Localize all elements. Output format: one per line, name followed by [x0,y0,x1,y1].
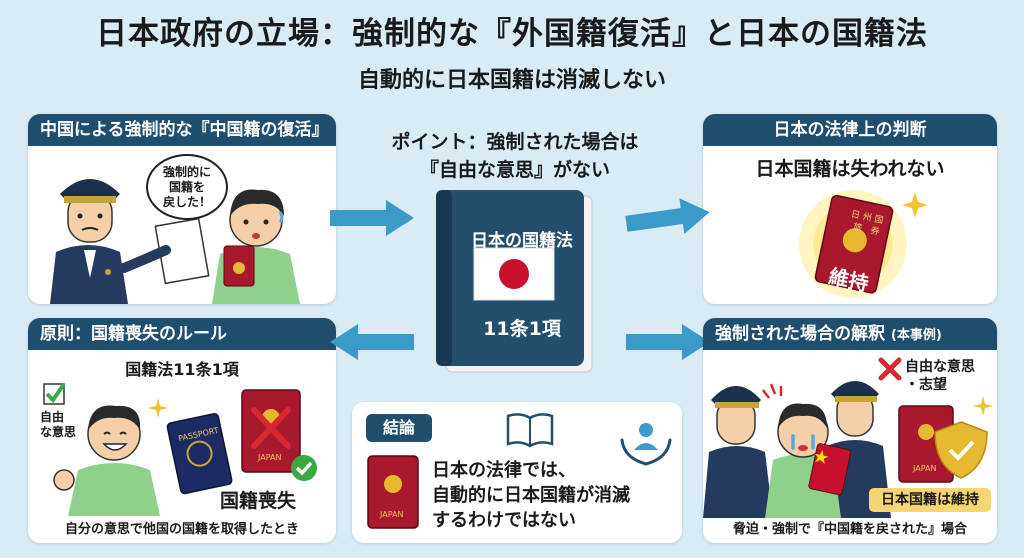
sparkle-icon [973,396,993,416]
panel-forced-interpretation: 強制された場合の解釈 (本事例) [703,318,997,543]
nationality-loss-label: 国籍喪失 [220,490,297,512]
book-article: 11条1項 [483,318,561,340]
panel-loss-rule: 原則：国籍喪失のルール 国籍法11条1項 自 [28,318,336,543]
page-subtitle: 自動的に日本国籍は消滅しない [357,68,666,93]
panel-forced-interpretation-header: 強制された場合の解釈 (本事例) [703,318,997,350]
open-book-icon [506,413,554,448]
officer-left-figure [703,386,773,518]
arrow-to-judgment-icon [625,198,710,234]
forced-caption: 脅迫・強制で『中国籍を戻された』場合 [732,522,967,537]
coercion-illustration [703,357,993,518]
red-cross-icon [251,407,291,449]
book-title: 日本の国籍法 [471,231,573,251]
voluntary-acquisition-illustration [43,382,317,516]
panel-conclusion: 結論 JAPAN 日本の法律では、 自動的に日本国籍が消滅 するわけではない [352,402,682,543]
nationality-law-book [436,190,593,373]
no-free-will-label: 自由な意思 ・志望 [905,359,975,393]
japan-flag-icon [499,259,529,289]
glowing-passport-illustration [799,190,928,298]
panel-loss-rule-header: 原則：国籍喪失のルール [28,318,336,350]
shield-check-icon [934,421,988,479]
checkbox-check-icon [43,382,66,405]
sparkle-icon [148,398,168,418]
protect-person-icon [620,423,672,466]
loss-caption: 自分の意思で他国の国籍を取得したとき [64,522,299,537]
arrow-to-rule-icon [330,324,414,360]
us-passport [166,413,233,495]
conclusion-passport-icon [367,455,419,529]
conclusion-japan-label: JAPAN [380,510,404,519]
panel-forced-restoration-header: 中国による強制的な『中国籍の復活』 [28,114,336,146]
key-point: ポイント：強制された場合は 『自由な意思』がない [391,131,639,181]
law-article-label: 国籍法11条1項 [125,360,239,379]
red-x-icon [878,357,902,381]
japan-label: JAPAN [258,453,282,462]
arrow-to-interpretation-icon [626,324,710,360]
free-will-label: 自由 な意思 [40,410,77,439]
panel-legal-judgment-header: 日本の法律上の判断 [703,114,997,146]
green-check-icon [291,455,317,481]
smiling-man-figure [53,405,160,516]
speech-bubble: 強制的に 国籍を 戻した！ [146,154,228,220]
sparkle-icon [902,192,928,218]
officer-and-citizen-illustration [50,179,300,304]
arrow-to-book-icon [330,200,414,236]
panel-legal-judgment: 日本の法律上の判断 日本国籍は失われない 日 州 国 旅 券 維持 [703,114,997,304]
conclusion-text: 日本の法律では、 自動的に日本国籍が消滅 するわけではない [432,460,630,531]
nationality-kept-badge: 日本国籍は維持 [869,488,991,512]
page-title: 日本政府の立場：強制的な『外国籍復活』と日本の国籍法 [96,16,928,52]
nationality-not-lost: 日本国籍は失われない [755,158,945,180]
police-officer-figure [50,179,128,304]
panel-forced-restoration: 中国による強制的な『中国籍の復活』 強制 [28,114,336,304]
conclusion-tag: 結論 [366,414,432,442]
kept-japan-label: JAPAN [913,464,937,473]
